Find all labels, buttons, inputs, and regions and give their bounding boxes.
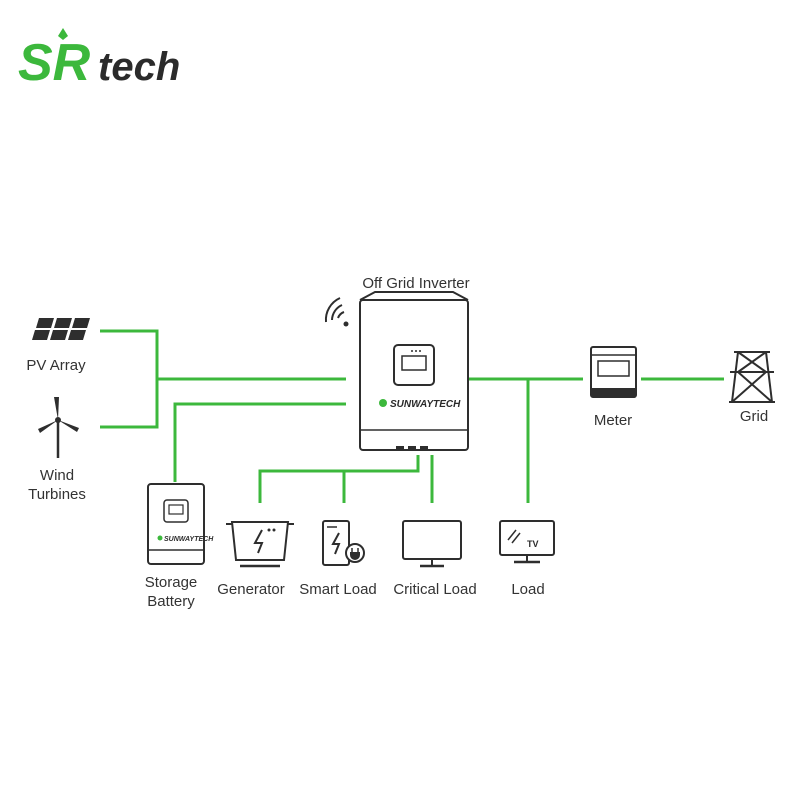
wifi-icon [324, 297, 349, 327]
load: TV Load [499, 520, 555, 598]
battery-label-line2: Battery [147, 593, 195, 610]
meter: Meter [590, 346, 637, 429]
wind-turbine: Wind Turbines [28, 397, 86, 503]
inverter: Off Grid Inverter SUNWAYTECH [324, 275, 470, 451]
generator-icon [226, 521, 294, 568]
wire-generator [258, 455, 420, 503]
grid-label: Grid [740, 408, 768, 425]
inverter-title: Off Grid Inverter [362, 275, 469, 292]
wind-label-line1: Wind [40, 467, 74, 484]
pv-array: PV Array [26, 318, 90, 374]
wind-turbine-icon [38, 397, 79, 458]
battery-brand: SUNWAYTECH [164, 536, 214, 543]
smart-load: Smart Load [299, 520, 377, 598]
smart-load-label: Smart Load [299, 581, 377, 598]
wire-pv-wind [100, 329, 159, 429]
inverter-body: SUNWAYTECH [359, 291, 469, 451]
logo-text: tech [98, 45, 180, 89]
monitor-icon [402, 520, 462, 568]
wiring [100, 329, 724, 503]
transmission-tower-icon [729, 351, 775, 403]
logo-mark: SR [18, 34, 91, 92]
smart-load-icon [322, 520, 365, 566]
wire-battery [173, 402, 346, 482]
generator: Generator [217, 521, 294, 598]
pv-array-label: PV Array [26, 357, 86, 374]
storage-battery: SUNWAYTECH Storage Battery [145, 483, 214, 610]
meter-icon [590, 346, 637, 398]
tv-icon: TV [499, 520, 555, 564]
logo-star-icon [58, 28, 68, 40]
generator-label: Generator [217, 581, 285, 598]
battery-label-line1: Storage [145, 574, 198, 591]
critical-load: Critical Load [393, 520, 477, 598]
critical-load-label: Critical Load [393, 581, 476, 598]
wind-label-line2: Turbines [28, 486, 86, 503]
grid: Grid [729, 351, 775, 425]
meter-label: Meter [594, 412, 632, 429]
load-label: Load [511, 581, 544, 598]
company-logo: SR tech [18, 28, 180, 92]
tv-text: TV [527, 539, 539, 549]
inverter-brand: SUNWAYTECH [390, 399, 461, 410]
battery-icon: SUNWAYTECH [147, 483, 214, 565]
solar-panel-icon [32, 318, 90, 340]
